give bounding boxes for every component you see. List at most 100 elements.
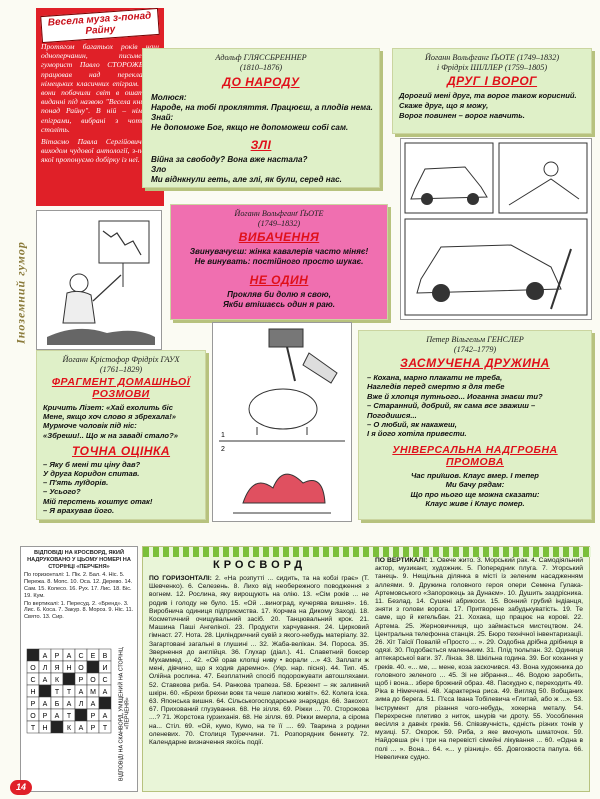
panel-gensler: Петер Вільгельм ГЕНСЛЕР (1742–1779) ЗАСМ… xyxy=(358,330,592,520)
epigram-line: Кричить Лізет: «Хай ехолить біс xyxy=(43,403,173,412)
grid-letter: И xyxy=(102,665,107,672)
epigram-line: Молюся: xyxy=(151,93,187,102)
epigram-line: У друга Коридон спитав. xyxy=(43,469,140,479)
grid-letter: А xyxy=(43,701,48,708)
grid-letter: В xyxy=(103,653,108,660)
grid-letter: О xyxy=(30,713,36,720)
panel-goethe-schiller: Йоганн Вольфганг ҐЬОТЕ (1749–1832) і Фрі… xyxy=(392,48,592,134)
answers-box: ВІДПОВІДІ НА КРОСВОРД, ЯКИЙ НАДРУКОВАНО … xyxy=(20,546,138,792)
epigram-line: Народе, на тобі прокляття. Працюєш, а пл… xyxy=(151,103,373,112)
grid-letter: Е xyxy=(91,653,96,660)
grid-letter: С xyxy=(30,677,35,684)
cartoon-illustration xyxy=(400,138,592,320)
section-label-text: Іноземний гумор xyxy=(13,241,28,344)
epigram-line: Що про нього ще можна сказати: xyxy=(410,489,540,499)
grid-cell xyxy=(98,696,112,710)
section-label: Іноземний гумор xyxy=(6,200,28,390)
grid-letter: С xyxy=(102,677,107,684)
epigram-line: Зло xyxy=(151,165,167,174)
epigram-line: І я його хотіла привести. xyxy=(367,429,467,439)
grid-letter: Р xyxy=(43,713,48,720)
cartoon-illustration xyxy=(36,210,162,350)
grid-letter: А xyxy=(79,689,84,696)
epigram-line: – Усього? xyxy=(43,487,81,497)
crossword-vertical-clues: 1. Овече жито. 3. Морський рак. 4. Самод… xyxy=(375,557,583,761)
grid-letter: Т xyxy=(103,725,108,732)
grid-cell xyxy=(86,660,100,674)
epigram-line: Мене, якщо хоч слово я збрехала!» xyxy=(43,412,176,422)
epigram-title: ДРУГ І ВОРОГ xyxy=(446,74,538,88)
epigram-line: Мій перстень коштує отак! xyxy=(43,496,153,506)
epigram-line: Час приїшов. Клаус вмер. І тепер xyxy=(411,470,539,480)
panel-glassbrenner: Адольф ГЛЯССБРЕННЕР (1810–1876) ДО НАРОД… xyxy=(142,48,380,188)
grid-cell xyxy=(38,684,52,698)
grid-letter: А xyxy=(103,713,108,720)
grid-letter: Р xyxy=(91,725,96,732)
epigram-line: Прокляв би долю я свою, xyxy=(227,290,331,299)
crossword-horizontal: ПО ГОРИЗОНТАЛІ: 2. «На розпутті ... сиди… xyxy=(149,575,369,789)
epigram-line: Звинувачуєш: жінка кавалерів часто міняє… xyxy=(189,247,369,256)
grid-letter: А xyxy=(43,653,48,660)
grid-letter: О xyxy=(90,677,96,684)
epigram-title: НЕ ОДИН xyxy=(249,273,309,287)
epigram-title: ЗАСМУЧЕНА ДРУЖИНА xyxy=(400,356,550,370)
epigram-line: – Старанний, добрий, як сама все зважиш … xyxy=(367,401,536,411)
epigram-line: Клаус живе і Клаус помер. xyxy=(425,499,525,509)
epigram-line: Війна за свободу? Вона вже настала? xyxy=(151,155,308,164)
author-name: Йоганн Вольфганг ҐЬОТЕ (1749–1832) xyxy=(424,53,560,62)
answers-title: ВІДПОВІДІ НА КРОСВОРД, ЯКИЙ НАДРУКОВАНО … xyxy=(27,550,131,570)
grid-letter: Я xyxy=(54,665,59,672)
epigram-line: – О любий, як накажеш, xyxy=(367,420,457,430)
crossword-vertical-head: ПО ВЕРТИКАЛІ: xyxy=(375,557,428,564)
epigram-title: ДО НАРОДУ xyxy=(222,75,300,89)
grid-cell xyxy=(26,648,40,662)
grid-letter: К xyxy=(67,725,72,732)
grid-letter: А xyxy=(43,677,48,684)
answers-side: ВІДПОВІДІ НА СКАНВОРД, УМІЩЕНИЙ НА СТОРІ… xyxy=(115,647,135,785)
grid-letter: Т xyxy=(67,689,72,696)
intro-paragraph: Протягом багатьох років наш одноперчанин… xyxy=(41,42,159,134)
cartoon-piggy-bank: 1 2 xyxy=(219,328,345,514)
epigram-line: Дорогий мені друг, та ворог також корисн… xyxy=(399,91,577,100)
grid-cell xyxy=(50,720,64,734)
epigram-line: Погодишся... xyxy=(367,410,417,420)
epigram-title: ФРАГМЕНТ ДОМАШНЬОЇ РОЗМОВИ xyxy=(51,376,191,400)
grid-letter: Т xyxy=(55,689,60,696)
page-number: 14 xyxy=(10,780,32,795)
grid-letter: О xyxy=(78,665,84,672)
grid-letter: Б xyxy=(55,701,60,708)
panel-goethe: Йоганн Вольфганґ ҐЬОТЕ (1749–1832) ВИБАЧ… xyxy=(170,204,388,320)
grid-letter: Н xyxy=(30,689,35,696)
grid-letter: С xyxy=(78,653,83,660)
author-years: (1761–1829) xyxy=(99,364,143,374)
grid-letter: Р xyxy=(79,677,84,684)
epigram-line: Ми віднкнули геть, але злі, як були, сер… xyxy=(151,175,342,184)
grid-letter: А xyxy=(79,725,84,732)
grid-letter: А xyxy=(55,713,60,720)
epigram-title: ЗЛІ xyxy=(250,138,272,152)
epigram-line: Ворог повинен – ворог навчить. xyxy=(399,111,525,120)
epigram-line: Мурмоче чоловік під ніс: xyxy=(43,421,137,431)
grid-letter: Н xyxy=(42,725,47,732)
epigram-title: ТОЧНА ОЦІНКА xyxy=(71,443,171,458)
author-name: і Фрідріх ШІЛЛЕР (1759–1805) xyxy=(436,62,548,72)
grid-letter: А xyxy=(103,689,108,696)
epigram-line: Вже й хлопця путнього... Иоганна знаєш т… xyxy=(367,391,543,401)
epigram-line: – П'ять луїдорів. xyxy=(43,478,109,488)
grid-letter: Т xyxy=(67,713,72,720)
author-name: Йоганн Вольфганґ ҐЬОТЕ xyxy=(234,209,324,218)
grid-cell xyxy=(62,672,76,686)
epigram-line: Якби втішаєсь один я раю. xyxy=(222,300,336,309)
grid-letter: Л xyxy=(43,665,48,672)
author-name: Адольф ГЛЯССБРЕННЕР xyxy=(215,53,307,62)
grid-letter: К xyxy=(55,677,60,684)
grid-letter: Р xyxy=(55,653,60,660)
epigram-line: Ми бачу рядам: xyxy=(445,480,505,490)
epigram-line: Не винувать: постійного просто шукає. xyxy=(194,257,364,266)
epigram-line: Не допоможе Бог, якщо не допоможеш собі … xyxy=(151,123,349,132)
cartoon-man-chart xyxy=(47,220,155,345)
grid-letter: Т xyxy=(31,725,36,732)
crossword-section: КРОСВОРД ПО ГОРИЗОНТАЛІ: 2. «На розпутті… xyxy=(142,546,591,792)
panel-gauch: Йоганн Крістофор Фрідріх ГАУХ (1761–1829… xyxy=(36,350,206,520)
epigram-line: Знай: xyxy=(151,113,174,122)
